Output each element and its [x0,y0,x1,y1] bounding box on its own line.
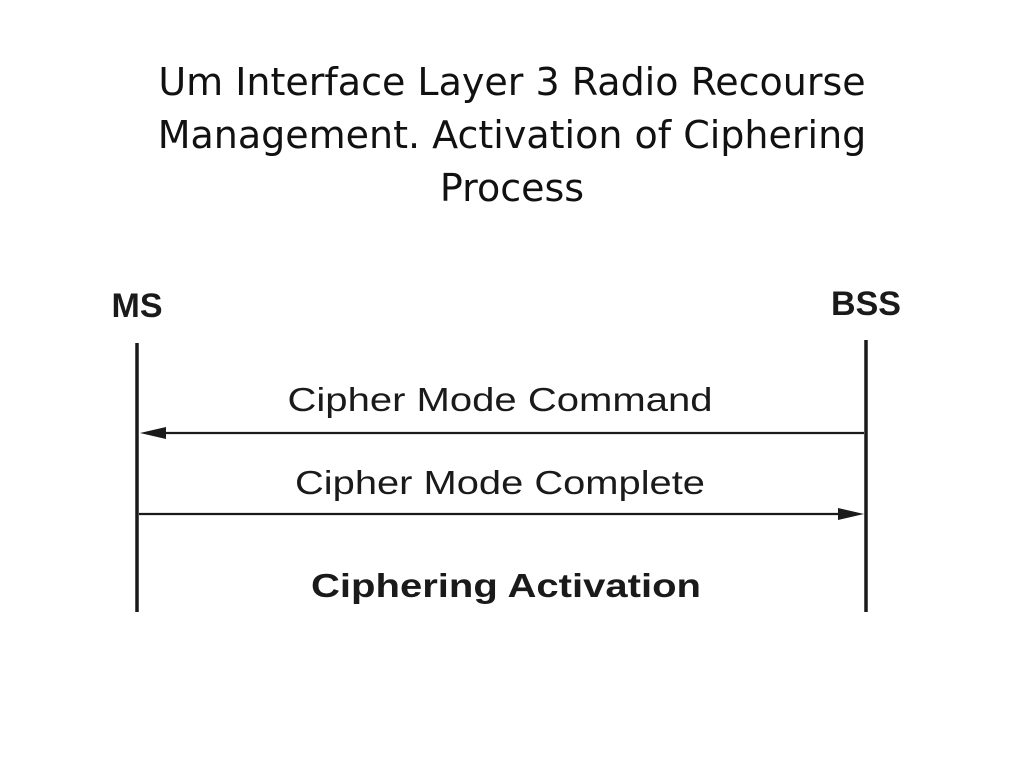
slide-title: Um Interface Layer 3 Radio Recourse Mana… [157,60,867,210]
note-ciphering-activation: Ciphering Activation [311,567,701,604]
entity-label-bss: BSS [831,285,901,323]
entity-label-ms: MS [112,287,163,325]
message-label-cipher-mode-complete: Cipher Mode Complete [295,464,705,501]
arrowhead-right-icon [838,508,864,520]
message-label-cipher-mode-command: Cipher Mode Command [288,381,713,418]
arrowhead-left-icon [140,427,166,439]
